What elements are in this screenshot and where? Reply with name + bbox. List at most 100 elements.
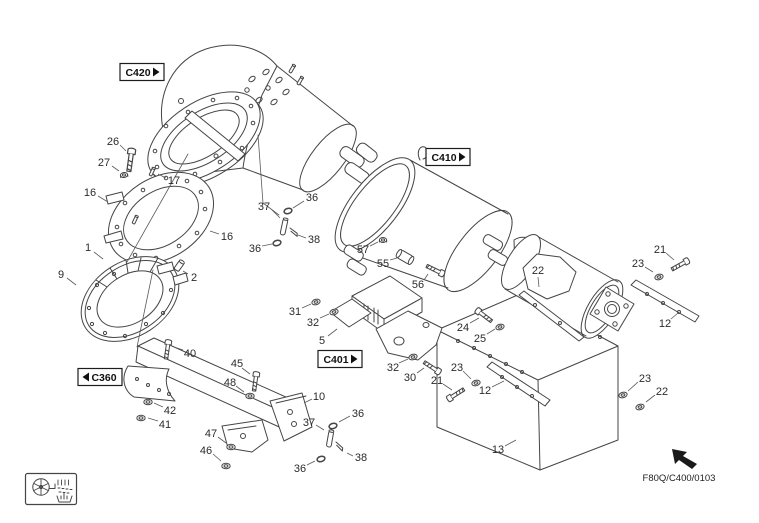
callout-leader-line bbox=[241, 367, 251, 375]
mount-strip-left bbox=[486, 361, 551, 407]
part-callout: 13 bbox=[492, 439, 517, 456]
part-number: 45 bbox=[231, 358, 243, 370]
washer-22 bbox=[634, 402, 646, 412]
part-callout: 36 bbox=[338, 408, 364, 423]
plug-2 bbox=[173, 258, 186, 273]
callout-leader-line bbox=[93, 251, 104, 260]
part-callout: 38 bbox=[297, 234, 320, 246]
part-callout: 42 bbox=[153, 402, 176, 417]
part-callout: 46 bbox=[200, 445, 222, 462]
part-number: 23 bbox=[639, 373, 651, 385]
ref-label-c360[interactable]: C360 bbox=[77, 367, 123, 387]
part-callout: 17 bbox=[157, 173, 180, 187]
callout-leader-line bbox=[303, 398, 313, 404]
nut-27 bbox=[119, 171, 129, 179]
callout-leader-line bbox=[97, 195, 109, 203]
part-callout: 2 bbox=[182, 270, 197, 284]
part-number: 32 bbox=[307, 317, 319, 329]
part-number: 23 bbox=[632, 258, 644, 270]
diagram-code: F80Q/C400/0103 bbox=[643, 473, 716, 484]
callout-leader-line bbox=[398, 358, 409, 364]
part-callout: 31 bbox=[289, 303, 312, 318]
ref-label-c420[interactable]: C420 bbox=[119, 62, 165, 82]
ref-label-c410[interactable]: C410 bbox=[425, 147, 471, 167]
part-number: 38 bbox=[355, 452, 367, 464]
part-callout: 40 bbox=[173, 346, 196, 360]
part-callout: 56 bbox=[412, 273, 429, 291]
part-callout: 25 bbox=[474, 328, 496, 345]
ref-label-text: C401 bbox=[323, 354, 348, 366]
callout-leader-line bbox=[491, 380, 505, 388]
part-callout: 30 bbox=[404, 367, 425, 384]
washer-41 bbox=[136, 414, 146, 422]
part-number: 57 bbox=[357, 244, 369, 256]
alignment-lines bbox=[126, 134, 280, 348]
part-number: 10 bbox=[313, 391, 325, 403]
arrow-right-icon bbox=[459, 152, 466, 162]
ref-label-text: C420 bbox=[125, 67, 150, 79]
callout-leader-line bbox=[66, 277, 77, 286]
cotter-38 bbox=[288, 227, 299, 237]
part-number: 36 bbox=[352, 408, 364, 420]
callout-leader-line bbox=[537, 276, 540, 288]
part-callout: 23 bbox=[627, 373, 651, 392]
callout-leader-line bbox=[338, 415, 351, 423]
part-number: 36 bbox=[294, 463, 306, 475]
part-callout: 9 bbox=[58, 269, 77, 286]
part-number: 55 bbox=[377, 258, 389, 270]
part-callout: 36 bbox=[249, 243, 273, 255]
callout-leader-line bbox=[389, 257, 398, 261]
wear-ring bbox=[80, 256, 189, 342]
arrow-right-icon bbox=[351, 354, 358, 364]
callout-leader-line bbox=[209, 230, 220, 235]
callout-leader-line bbox=[416, 367, 425, 374]
part-number: 38 bbox=[308, 234, 320, 246]
callout-leader-line bbox=[306, 460, 316, 466]
part-number: 26 bbox=[107, 136, 119, 148]
washer-23 bbox=[653, 272, 665, 282]
part-number: 46 bbox=[200, 445, 212, 457]
pin-37 bbox=[279, 217, 289, 236]
part-callout: 21 bbox=[431, 375, 453, 391]
callout-leader-line bbox=[173, 346, 184, 351]
muffler-outlet bbox=[501, 234, 635, 342]
part-number: 22 bbox=[532, 265, 544, 277]
elbow-outlet-pipe bbox=[242, 65, 370, 193]
part-number: 16 bbox=[221, 231, 233, 243]
part-number: 13 bbox=[492, 444, 504, 456]
beam-foot bbox=[269, 392, 313, 442]
part-callout: 48 bbox=[224, 377, 245, 393]
callout-leader-line bbox=[644, 266, 654, 273]
callout-leader-line bbox=[346, 452, 354, 457]
callout-leader-line bbox=[301, 303, 312, 309]
callout-leader-line bbox=[319, 313, 330, 319]
part-number: 5 bbox=[319, 335, 325, 347]
arrow-right-icon bbox=[153, 67, 160, 77]
callout-leader-line bbox=[315, 424, 325, 431]
part-callout: 27 bbox=[98, 157, 120, 172]
oring-36 bbox=[271, 238, 283, 248]
direction-arrow-icon bbox=[672, 449, 697, 469]
callout-leader-line bbox=[212, 453, 222, 462]
arrow-left-icon bbox=[82, 372, 89, 382]
callout-leader-line bbox=[462, 370, 472, 380]
part-callout: 12 bbox=[659, 312, 679, 330]
callout-leader-line bbox=[261, 243, 273, 247]
ref-label-c401[interactable]: C401 bbox=[317, 349, 363, 369]
callout-leader-line bbox=[235, 385, 245, 393]
mount-strip-right bbox=[630, 279, 700, 323]
part-number: 25 bbox=[474, 333, 486, 345]
part-callout: 32 bbox=[307, 313, 330, 329]
part-number: 36 bbox=[306, 192, 318, 204]
washer-23 bbox=[617, 390, 629, 400]
callout-leader-line bbox=[645, 394, 656, 403]
part-number: 21 bbox=[431, 375, 443, 387]
part-callout: 23 bbox=[451, 362, 472, 380]
callout-leader-line bbox=[369, 241, 379, 247]
part-number: 23 bbox=[451, 362, 463, 374]
heat-shield bbox=[522, 253, 577, 300]
part-callout: 16 bbox=[209, 230, 233, 243]
